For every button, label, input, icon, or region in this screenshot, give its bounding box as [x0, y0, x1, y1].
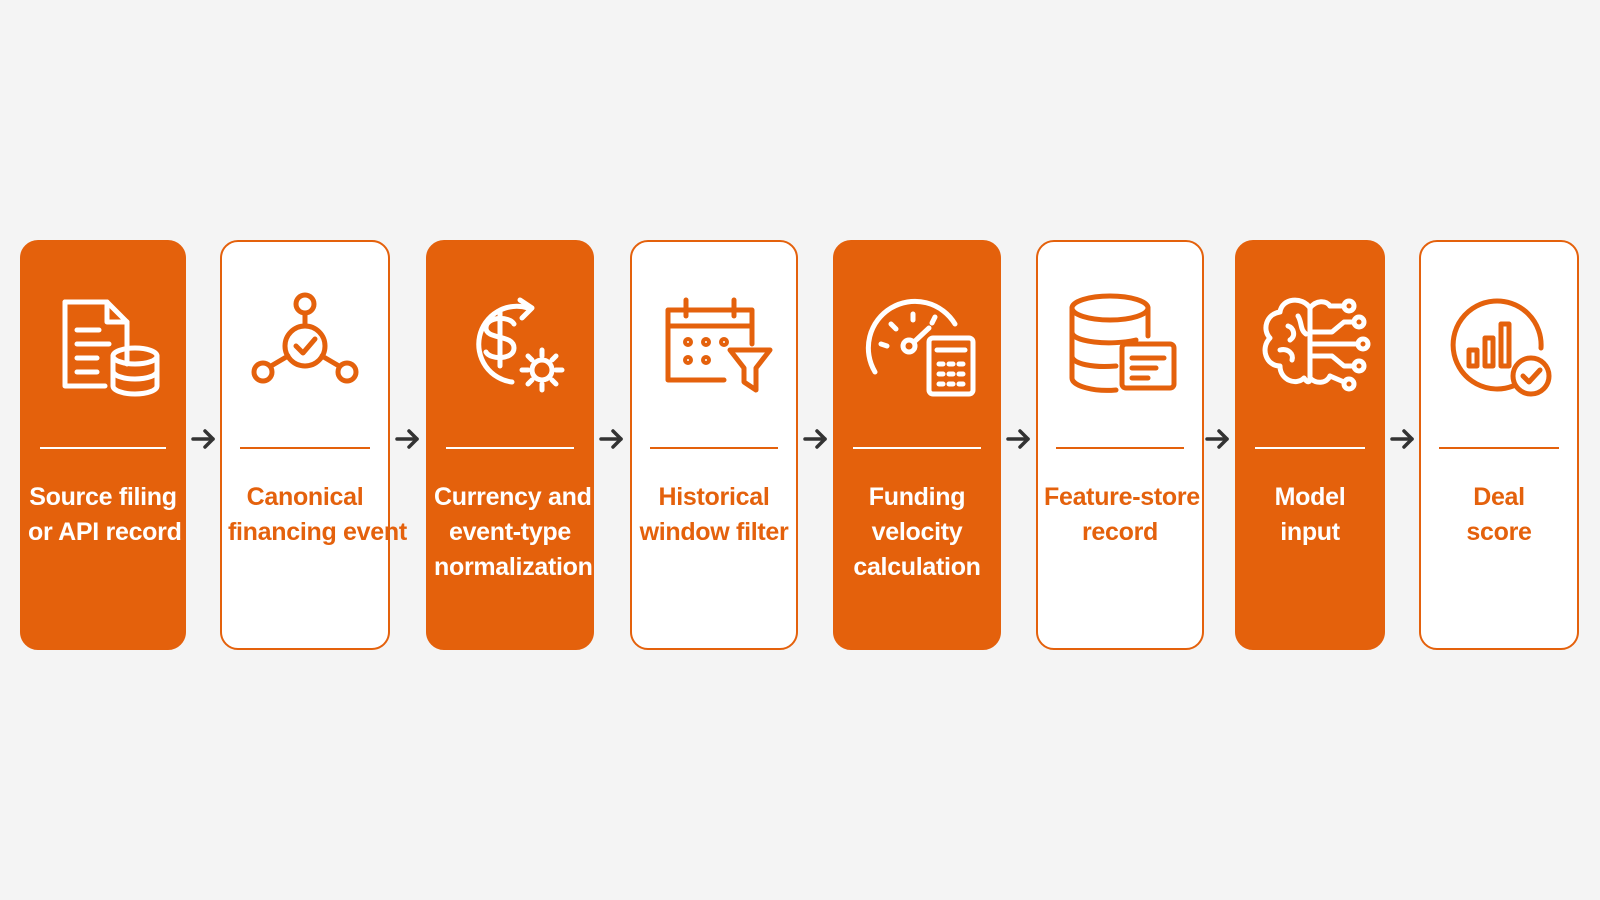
currency-gear-icon [428, 286, 592, 406]
step-card-feature-store-record: Feature-store record [1036, 240, 1204, 650]
brain-circuit-icon [1237, 286, 1383, 406]
card-divider [40, 447, 166, 449]
card-divider [1439, 447, 1559, 449]
step-label: Source filing or API record [28, 483, 182, 546]
calendar-filter-icon [632, 286, 796, 406]
step-label: Model input [1274, 483, 1346, 546]
network-check-icon [222, 286, 388, 406]
step-label: Deal score [1466, 483, 1532, 546]
arrow-right-icon [801, 424, 831, 454]
arrow-right-icon [597, 424, 627, 454]
card-divider [853, 447, 981, 449]
card-divider [240, 447, 370, 449]
database-record-icon [1038, 286, 1202, 406]
step-card-funding-velocity: Funding velocity calculation [833, 240, 1001, 650]
arrow-right-icon [1388, 424, 1418, 454]
step-label: Funding velocity calculation [853, 483, 981, 581]
card-divider [446, 447, 574, 449]
card-divider [1255, 447, 1365, 449]
score-chart-check-icon [1421, 286, 1577, 406]
arrow-right-icon [393, 424, 423, 454]
step-label: Feature-store record [1044, 483, 1200, 546]
gauge-calculator-icon [835, 286, 999, 406]
step-card-deal-score: Deal score [1419, 240, 1579, 650]
arrow-right-icon [189, 424, 219, 454]
card-divider [650, 447, 778, 449]
step-card-currency-normalization: Currency and event-type normalization [426, 240, 594, 650]
step-card-model-input: Model input [1235, 240, 1385, 650]
step-label: Historical window filter [639, 483, 789, 546]
arrow-right-icon [1203, 424, 1233, 454]
step-card-historical-window-filter: Historical window filter [630, 240, 798, 650]
step-card-source-filing: Source filing or API record [20, 240, 186, 650]
document-database-icon [22, 286, 184, 406]
card-divider [1056, 447, 1184, 449]
step-label: Canonical financing event [228, 483, 407, 546]
step-card-canonical-financing-event: Canonical financing event [220, 240, 407, 650]
arrow-right-icon [1004, 424, 1034, 454]
step-label: Currency and event-type normalization [434, 483, 593, 581]
